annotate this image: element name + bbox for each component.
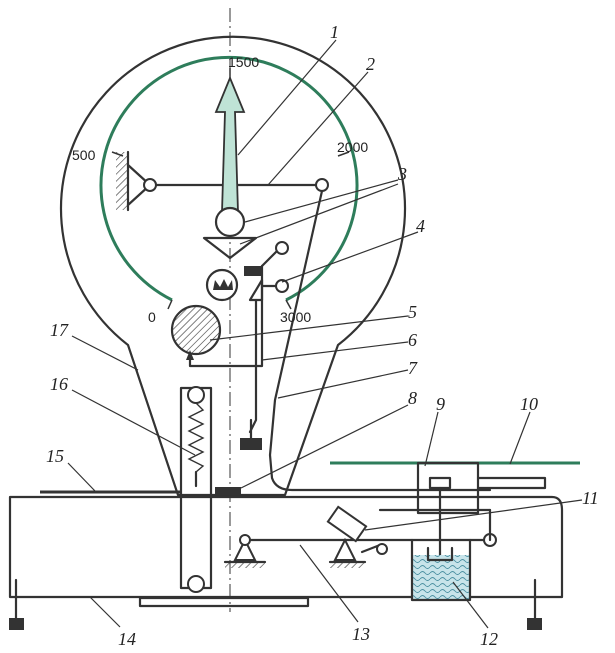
scale-label-2000: 2000 [337, 139, 368, 155]
callout-13: 13 [352, 624, 370, 644]
platform-arm [476, 476, 547, 490]
leader-lines [67, 39, 583, 629]
right-foot [527, 578, 542, 630]
long-rod [268, 189, 492, 492]
base-housing [8, 495, 564, 599]
tilt-block [326, 505, 368, 543]
callout-11: 11 [582, 488, 599, 508]
damper-cylinder [410, 538, 472, 602]
callout-9: 9 [436, 394, 445, 414]
callout-4: 4 [416, 216, 425, 236]
hatched-disk [170, 304, 222, 356]
callout-7: 7 [408, 358, 418, 378]
optical-crown [213, 279, 233, 290]
base-footplate [138, 596, 310, 608]
lever-pivot-left [143, 178, 157, 192]
lever-pivot-a [239, 534, 251, 546]
callout-3: 3 [397, 164, 407, 184]
spring-coil [187, 402, 205, 473]
wall-anchor [116, 150, 152, 212]
dial-arc [99, 55, 359, 302]
left-foot [9, 578, 24, 630]
optical-link-pivot-bottom [275, 279, 289, 293]
callout-2: 2 [366, 54, 375, 74]
scale-label-3000: 3000 [280, 309, 311, 325]
spring-pulley-top [187, 386, 205, 404]
connecting-rod [188, 298, 264, 368]
spring-frame [179, 386, 213, 590]
callout-16: 16 [50, 374, 68, 394]
rod-weight [240, 438, 262, 450]
fulcrum-hatch [225, 562, 265, 568]
callout-5: 5 [408, 302, 417, 322]
spring-pulley-bottom [187, 575, 205, 593]
cam-wedge [202, 236, 258, 260]
callout-8: 8 [408, 388, 417, 408]
callout-12: 12 [480, 629, 498, 649]
optical-prism [248, 278, 264, 302]
callout-6: 6 [408, 330, 417, 350]
tilt-fulcrum [333, 537, 357, 561]
pointer-arrow [214, 75, 246, 213]
damper-rod-cap [428, 476, 452, 490]
casing-outline [59, 35, 407, 497]
callout-15: 15 [46, 446, 64, 466]
pointer-hub [214, 206, 246, 238]
callout-10: 10 [520, 394, 538, 414]
tilt-pivot [376, 543, 388, 555]
callout-17: 17 [50, 320, 69, 340]
lever-pivot-right [315, 178, 329, 192]
callout-1: 1 [330, 22, 339, 42]
scale-label-0: 0 [148, 309, 156, 325]
optical-link-pivot-top [275, 241, 289, 255]
lever-fulcrum [233, 537, 257, 561]
scale-label-1500: 1500 [228, 54, 259, 70]
stop-block [215, 487, 241, 495]
optical-bracket [244, 266, 262, 276]
callout-14: 14 [118, 629, 136, 649]
scale-label-500: 500 [72, 147, 96, 163]
tilt-ground-hatch [330, 562, 365, 568]
rod-arrowhead [186, 350, 194, 360]
damper-piston [426, 546, 454, 562]
